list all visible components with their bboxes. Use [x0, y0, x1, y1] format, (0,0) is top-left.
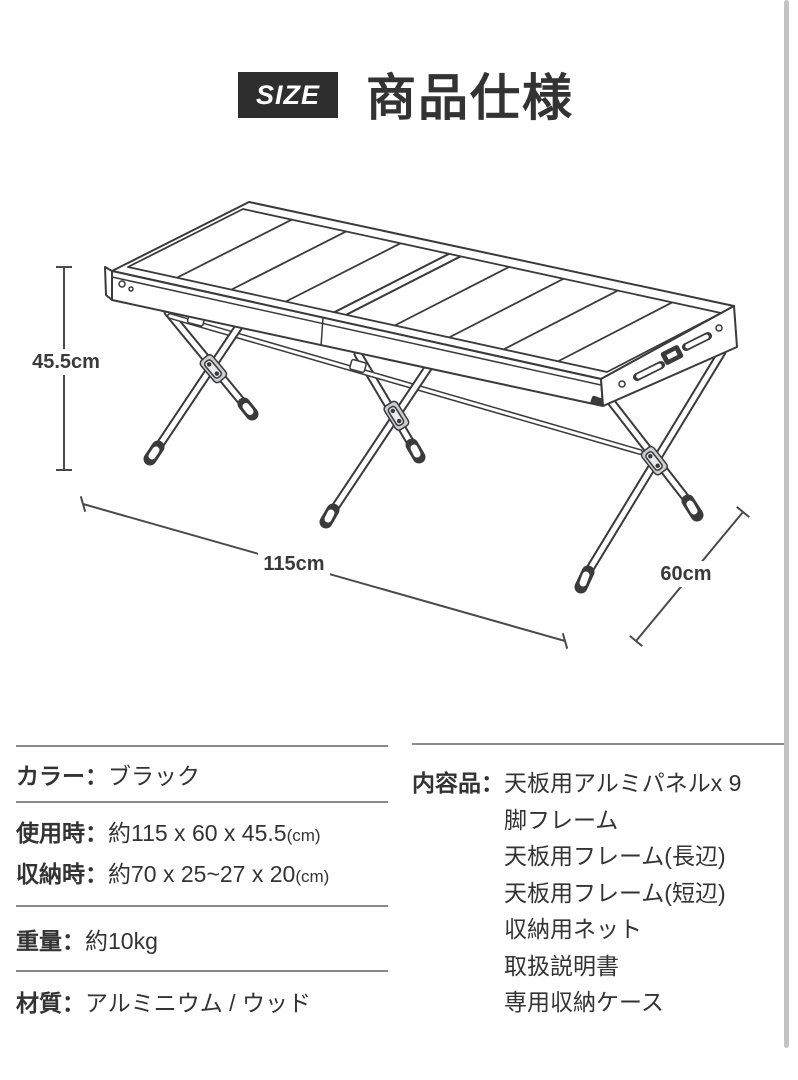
divider — [16, 745, 388, 747]
contents-item: 天板用フレーム(短辺) — [504, 879, 726, 906]
spec-unit-size-in-use: (cm) — [286, 826, 321, 845]
spec-value-weight: 約10kg — [85, 927, 158, 954]
leg-hinge-plates — [199, 354, 669, 476]
spec-row-size-stored: 収納時：約70 x 25~27 x 20(cm) — [16, 855, 388, 896]
end-panel-slots — [633, 332, 712, 381]
contents-item: 天板用アルミパネルx 9 — [504, 770, 742, 796]
spec-value-color: ブラック — [108, 763, 200, 789]
spec-row-size-in-use: 使用時：約115 x 60 x 45.5(cm) — [16, 814, 388, 855]
spec-row-weight: 重量：約10kg — [16, 907, 388, 970]
contents-item: 天板用フレーム(長辺) — [504, 843, 726, 869]
divider — [16, 801, 388, 803]
dimension-label-length: 115cm — [258, 551, 330, 577]
spec-label-contents: 内容品： — [412, 770, 504, 796]
spec-row-material: 材質：アルミニウム / ウッド — [16, 972, 388, 1018]
scrollbar[interactable] — [784, 0, 789, 1048]
divider — [16, 970, 388, 972]
spec-row-color: カラー：ブラック — [16, 747, 388, 801]
spec-label-color: カラー： — [16, 763, 108, 789]
spec-label-size-stored: 収納時： — [16, 861, 108, 887]
contents-item: 脚フレーム — [504, 806, 619, 833]
spec-row-contents: 内容品： 天板用アルミパネルx 9 脚フレーム 天板用フレーム(長辺) 天板用フ… — [412, 745, 786, 1021]
divider — [412, 743, 786, 745]
spec-label-weight: 重量： — [16, 927, 85, 954]
contents-item: 収納用ネット — [504, 916, 642, 942]
spec-value-size-in-use: 約115 x 60 x 45.5 — [108, 820, 287, 846]
spec-label-size-in-use: 使用時： — [16, 820, 108, 846]
spec-table-left: カラー：ブラック 使用時：約115 x 60 x 45.5(cm) 収納時：約7… — [16, 745, 388, 1018]
size-badge: SIZE — [238, 72, 338, 118]
spec-value-material: アルミニウム / ウッド — [85, 990, 311, 1016]
contents-item: 専用収納ケース — [504, 989, 664, 1015]
spec-table-right: 内容品： 天板用アルミパネルx 9 脚フレーム 天板用フレーム(長辺) 天板用フ… — [412, 743, 786, 1021]
spec-value-size-stored: 約70 x 25~27 x 20 — [108, 861, 296, 887]
spec-label-material: 材質： — [16, 990, 85, 1016]
divider — [16, 905, 388, 907]
tabletop — [104, 201, 738, 407]
spec-unit-size-stored: (cm) — [295, 867, 330, 886]
dimension-label-height: 45.5cm — [28, 349, 104, 375]
page-title: 商品仕様 — [366, 70, 574, 126]
dimension-label-depth: 60cm — [655, 561, 717, 587]
contents-item: 取扱説明書 — [504, 952, 619, 979]
size-badge-label: SIZE — [255, 79, 320, 110]
spec-row-sizes: 使用時：約115 x 60 x 45.5(cm) 収納時：約70 x 25~27… — [16, 803, 388, 905]
contents-list: 天板用アルミパネルx 9 脚フレーム 天板用フレーム(長辺) 天板用フレーム(短… — [504, 765, 741, 1021]
end-panel-latch — [660, 345, 684, 365]
table-line-drawing — [56, 201, 750, 649]
